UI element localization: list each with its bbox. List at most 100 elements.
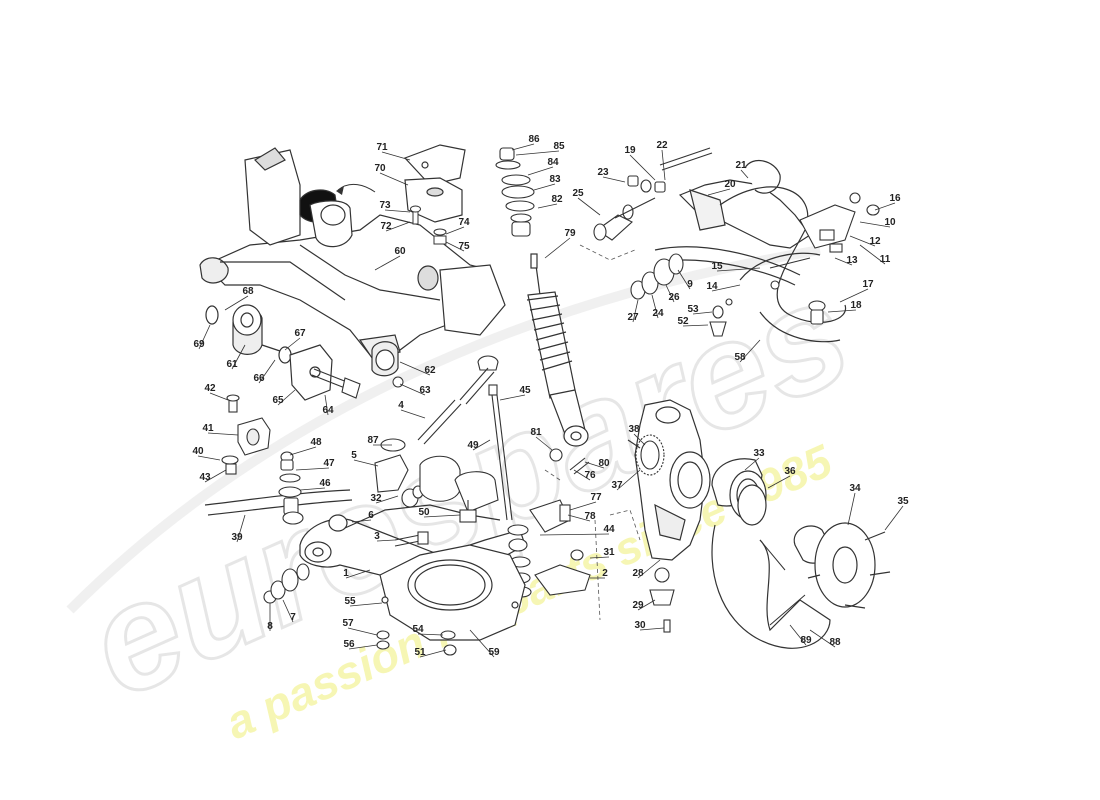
leader-line [472, 439, 491, 451]
bush-stack-7-8 [263, 563, 310, 604]
assembly-lines [544, 244, 641, 621]
callout-number: 10 [884, 217, 896, 228]
callout-number: 28 [632, 568, 644, 579]
callout-71: 71 [376, 142, 411, 161]
leader-line [661, 149, 666, 181]
callout-number: 68 [242, 286, 254, 297]
leader-line [374, 255, 401, 271]
callout-number: 36 [784, 466, 796, 477]
leader-line [633, 433, 646, 446]
callout-number: 22 [656, 140, 668, 151]
callout-number: 30 [634, 620, 646, 631]
callout-number: 29 [632, 600, 644, 611]
leader-line [573, 469, 591, 481]
callout-number: 60 [394, 246, 406, 257]
callout-number: 49 [467, 440, 479, 451]
leader-line [711, 284, 741, 292]
callout-number: 72 [380, 221, 392, 232]
leader-line [295, 467, 330, 471]
callout-number: 75 [458, 241, 470, 252]
callout-number: 38 [628, 424, 640, 435]
callout-number: 79 [564, 228, 576, 239]
callout-83: 83 [533, 174, 561, 191]
callout-80: 80 [584, 458, 610, 469]
nut-74 [433, 228, 447, 245]
callout-12: 12 [849, 235, 881, 247]
leader-line [767, 475, 791, 489]
mount-bush-61 [205, 304, 293, 364]
callout-number: 21 [735, 160, 747, 171]
callout-11: 11 [859, 244, 891, 265]
leader-line [236, 514, 246, 543]
callout-27: 27 [627, 299, 639, 323]
leader-line [651, 294, 659, 319]
leader-line [569, 501, 597, 511]
leader-line [277, 389, 296, 406]
callout-number: 70 [374, 163, 386, 174]
callout-51: 51 [414, 647, 447, 658]
callout-number: 24 [652, 308, 664, 319]
leader-line [324, 394, 329, 416]
callout-61: 61 [226, 344, 246, 370]
leader-line [692, 311, 713, 315]
callout-number: 43 [199, 472, 211, 483]
callout-77: 77 [569, 492, 602, 511]
callout-22: 22 [656, 140, 668, 181]
leader-line [511, 143, 535, 151]
callout-65: 65 [272, 389, 296, 406]
callout-number: 3 [374, 531, 380, 542]
leader-line [282, 599, 294, 623]
callout-number: 66 [253, 373, 265, 384]
callout-number: 23 [597, 167, 609, 178]
leader-line [744, 457, 760, 471]
callout-55: 55 [344, 596, 383, 607]
callout-87: 87 [367, 435, 392, 446]
leader-line [351, 519, 372, 523]
callout-number: 16 [889, 193, 901, 204]
callout-79: 79 [544, 228, 576, 259]
callout-37: 37 [611, 469, 641, 491]
rod-45 [488, 384, 513, 521]
bracket-77 [529, 499, 571, 533]
callout-24: 24 [651, 294, 664, 319]
leader-line [347, 627, 378, 636]
callout-number: 53 [687, 304, 699, 315]
callout-53: 53 [687, 304, 713, 315]
callout-28: 28 [632, 559, 661, 579]
bolt-73 [410, 205, 421, 225]
callout-number: 26 [668, 292, 680, 303]
callout-21: 21 [735, 160, 749, 179]
callout-number: 64 [322, 405, 334, 416]
callout-number: 69 [193, 339, 205, 350]
leader-line [859, 221, 891, 228]
watermark-swoosh [66, 245, 821, 614]
callout-number: 57 [342, 618, 354, 629]
callout-number: 20 [724, 179, 736, 190]
callout-88: 88 [809, 629, 841, 648]
leader-line [884, 505, 904, 531]
callout-number: 55 [344, 596, 356, 607]
callout-number: 54 [412, 624, 424, 635]
callout-number: 41 [202, 423, 214, 434]
callout-number: 12 [869, 236, 881, 247]
bump-stop-stack [495, 147, 535, 237]
washer-63 [392, 376, 404, 388]
callout-49: 49 [467, 439, 491, 451]
leader-line [809, 629, 836, 648]
leader-line [384, 209, 411, 213]
callout-30: 30 [634, 620, 665, 631]
callout-75: 75 [445, 241, 470, 252]
callout-number: 48 [310, 437, 322, 448]
leader-line [445, 241, 465, 252]
callout-25: 25 [572, 188, 601, 216]
callout-62: 62 [399, 361, 436, 376]
callout-5: 5 [351, 450, 379, 467]
callout-78: 78 [567, 511, 596, 522]
leader-line [469, 629, 495, 658]
leader-line [445, 226, 465, 235]
bush-17-18 [808, 300, 826, 325]
bush-set-24-27 [630, 253, 684, 300]
bush-set-5-32 [374, 438, 499, 513]
leader-line [258, 359, 276, 384]
callout-number: 6 [368, 510, 374, 521]
